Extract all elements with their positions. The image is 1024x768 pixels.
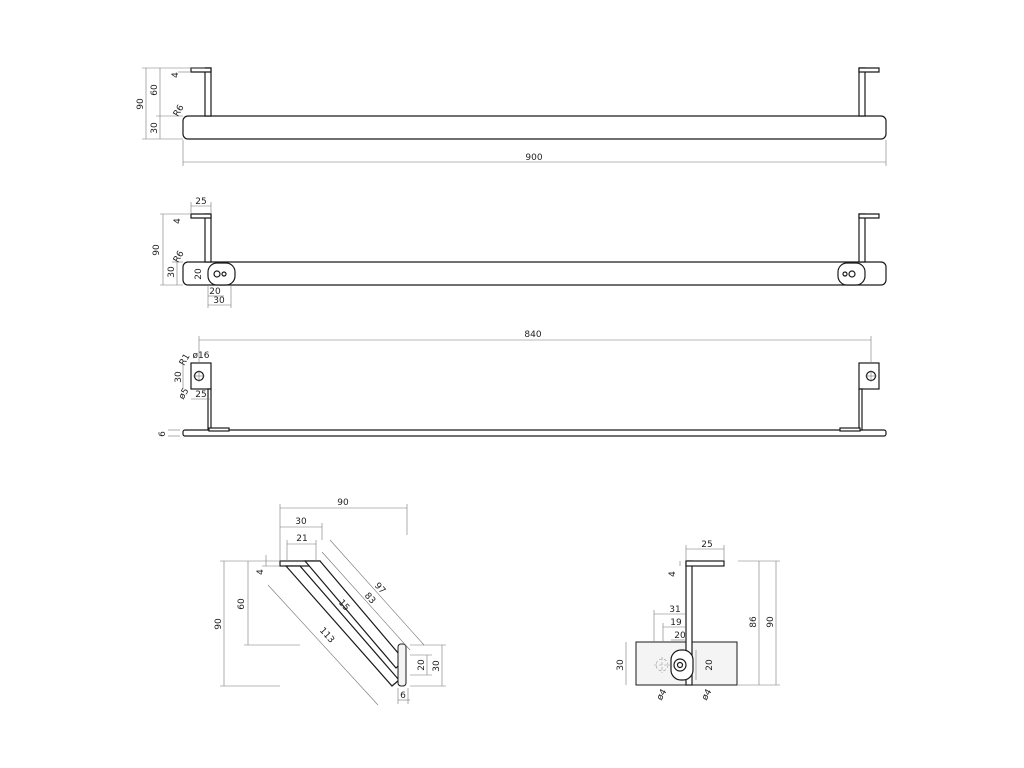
- right-hole-icon: [848, 270, 856, 278]
- dim-97: 97: [372, 581, 387, 596]
- left-bracket: [204, 67, 212, 117]
- left-hole-icon: [213, 270, 221, 278]
- dim-20-slot: 20: [194, 268, 204, 280]
- dim-6-foot: 6: [400, 691, 406, 701]
- dim-113: 113: [317, 626, 336, 645]
- dim-90-detail-v: 90: [214, 618, 224, 630]
- dim-4-end: 4: [668, 571, 678, 577]
- dim-r6-top: R6: [172, 103, 187, 119]
- detail-end-bracket: 25 4 86 90 31 19 20 30 20 ø4 ø4: [616, 540, 780, 702]
- dim-o4-a: ø4: [655, 687, 669, 702]
- dim-21-detail: 21: [296, 534, 307, 544]
- side-rail: [182, 429, 887, 437]
- dim-90-detail: 90: [337, 498, 349, 508]
- dim-30-end: 30: [616, 659, 626, 671]
- dim-4-top: 4: [171, 72, 181, 78]
- top-view: 900 90 60 30 4 R6: [136, 67, 887, 166]
- dim-60-top: 60: [150, 84, 160, 96]
- dim-o16: ø16: [193, 351, 210, 361]
- dim-o4-b: ø4: [700, 687, 714, 702]
- dim-60-detail: 60: [237, 598, 247, 610]
- dim-25-side: 25: [195, 390, 206, 400]
- dim-30-detail: 30: [295, 517, 307, 527]
- left-bracket-top: [190, 67, 212, 73]
- dim-90-front: 90: [152, 244, 162, 256]
- dim-86: 86: [749, 616, 759, 628]
- dim-20-end-slot: 20: [705, 659, 715, 671]
- right-bracket: [858, 67, 866, 117]
- dim-25-front: 25: [195, 197, 206, 207]
- dim-83: 83: [362, 591, 377, 606]
- dim-900: 900: [525, 153, 542, 163]
- dim-30-front-b: 30: [213, 296, 225, 306]
- top-rail: [182, 115, 887, 140]
- right-bracket-top: [858, 67, 880, 73]
- dim-4-front: 4: [173, 218, 183, 224]
- dim-r6-front: R6: [172, 249, 187, 265]
- dim-90-top: 90: [136, 98, 146, 110]
- dim-25-end: 25: [701, 540, 712, 550]
- dim-90-end: 90: [766, 616, 776, 628]
- front-view: 25 90 30 4 R6 20 20 30: [152, 197, 887, 308]
- dim-20-foot: 20: [417, 659, 427, 671]
- dim-o5: ø5: [177, 387, 191, 402]
- dim-6-side: 6: [158, 431, 168, 437]
- dim-19: 19: [670, 618, 682, 628]
- end-bracket-top: [685, 560, 725, 567]
- dim-4-detail: 4: [256, 569, 266, 575]
- dim-30-side: 30: [174, 371, 184, 383]
- dim-30-foot: 30: [432, 660, 442, 672]
- side-view: 840 ø16 R1 30 ø5 25 6: [158, 330, 887, 437]
- front-rail: [182, 261, 887, 286]
- detail-angled-bracket: 90 30 21 90 60 4 97 83 15 113 20: [214, 498, 446, 706]
- front-right-bracket: [858, 213, 866, 263]
- angled-foot: [397, 643, 407, 687]
- dim-30-top: 30: [150, 122, 160, 134]
- dim-840: 840: [524, 330, 541, 340]
- dim-r1: R1: [178, 352, 193, 367]
- dim-31: 31: [669, 605, 680, 615]
- dim-30-front: 30: [167, 266, 177, 278]
- dim-20-end: 20: [674, 631, 686, 641]
- dim-20-front: 20: [209, 287, 221, 297]
- front-left-bracket: [204, 213, 212, 263]
